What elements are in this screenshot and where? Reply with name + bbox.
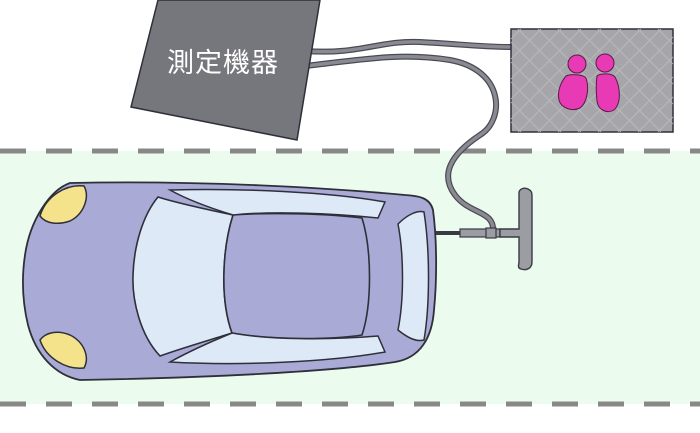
side-window-top xyxy=(167,188,387,219)
measuring-device: 測定機器 xyxy=(130,0,321,141)
foot-plate xyxy=(510,28,674,133)
windshield xyxy=(132,196,235,357)
headlight-bottom xyxy=(39,331,88,369)
footprints-icon xyxy=(558,53,620,113)
rear-window xyxy=(397,210,430,342)
device-cables xyxy=(302,38,515,235)
roof xyxy=(223,212,371,340)
device-label: 測定機器 xyxy=(167,48,279,79)
headlight-top xyxy=(39,185,88,225)
car-icon xyxy=(22,181,438,381)
side-window-bottom xyxy=(167,332,387,365)
handle-probe-icon xyxy=(432,187,533,271)
